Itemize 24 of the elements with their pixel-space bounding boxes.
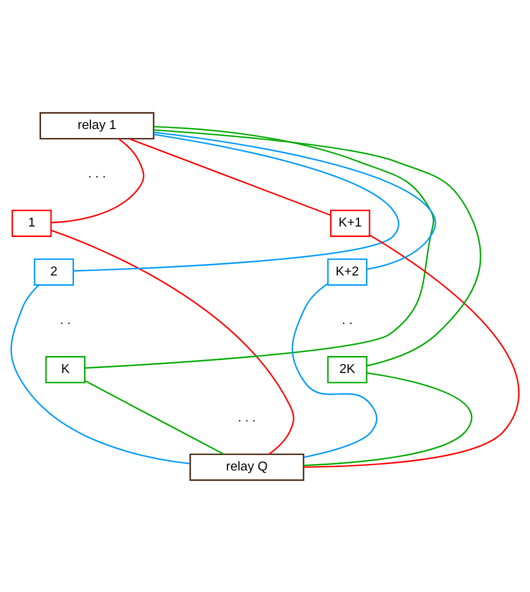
connector bbox=[154, 128, 482, 366]
node-box: K+1 bbox=[330, 209, 370, 236]
connector bbox=[51, 138, 144, 223]
label: . . . bbox=[88, 165, 106, 180]
connector bbox=[292, 282, 378, 458]
connector bbox=[73, 133, 400, 272]
node-box: relay 1 bbox=[40, 112, 154, 139]
node-box: 2K bbox=[327, 356, 368, 383]
connector bbox=[10, 284, 190, 464]
connector bbox=[304, 372, 472, 466]
connector bbox=[129, 138, 331, 216]
connector bbox=[304, 234, 520, 468]
connector bbox=[154, 131, 436, 270]
node-box: 1 bbox=[12, 209, 52, 236]
node-box: relay Q bbox=[189, 453, 304, 480]
node-box: K+2 bbox=[327, 258, 368, 286]
label: . . bbox=[60, 312, 71, 327]
node-box: 2 bbox=[34, 258, 74, 286]
connector bbox=[84, 125, 434, 368]
node-box: K bbox=[45, 356, 86, 383]
connector bbox=[84, 380, 224, 454]
label: . . . bbox=[238, 409, 256, 424]
connector bbox=[50, 229, 294, 454]
label: . . bbox=[342, 312, 353, 327]
